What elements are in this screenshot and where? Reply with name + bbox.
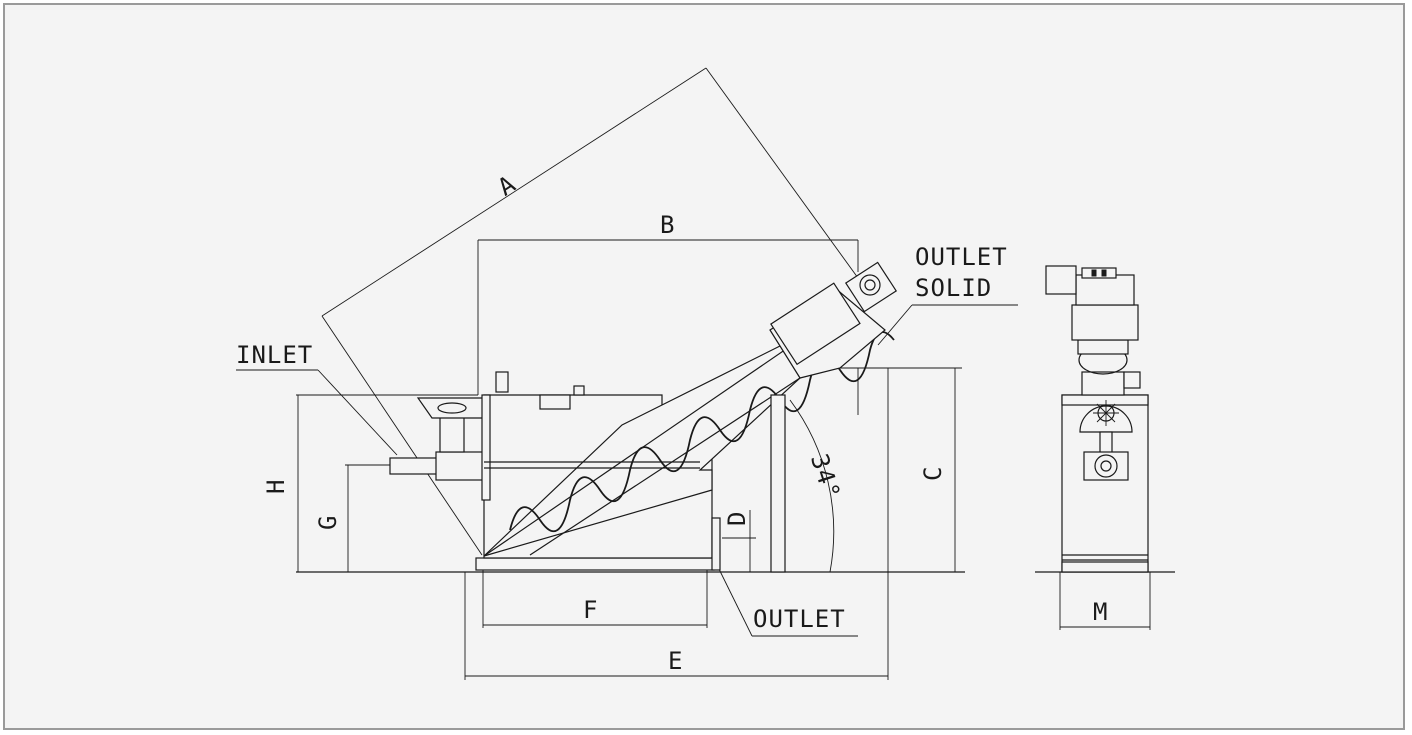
inlet-pipe	[389, 397, 485, 481]
dimension-h: H	[262, 394, 478, 572]
drawing-frame	[3, 3, 1405, 730]
inlet-label: INLET	[236, 341, 313, 369]
dimension-label-h: H	[262, 479, 290, 494]
machine-side-view	[389, 261, 898, 573]
machine-end-view	[1045, 265, 1149, 573]
outlet-solid-label-line1: OUTLET	[915, 243, 1008, 271]
dimension-label-c: C	[919, 466, 947, 481]
dimension-label-b: B	[660, 211, 675, 239]
dimension-label-f: F	[583, 596, 598, 624]
dimension-g: G	[314, 464, 390, 572]
angle-marker: 34°	[777, 395, 846, 573]
dimension-c: C	[840, 367, 962, 572]
outlet-solid-callout: OUTLET SOLID	[877, 243, 1018, 346]
dimension-d: D	[722, 510, 756, 572]
dimension-b: B	[477, 211, 859, 395]
dimension-m: M	[1059, 572, 1151, 630]
outlet-solid-label-line2: SOLID	[915, 274, 992, 302]
dimension-label-m: M	[1093, 598, 1108, 626]
drive-motor	[844, 261, 898, 313]
dimension-f: F	[482, 560, 708, 628]
dimension-label-e: E	[668, 647, 683, 675]
dimension-label-d: D	[723, 511, 751, 526]
outlet-label: OUTLET	[753, 605, 846, 633]
dimension-label-a: A	[493, 170, 521, 202]
outlet-callout: OUTLET	[716, 564, 858, 637]
dimension-label-g: G	[314, 515, 342, 530]
dimension-e: E	[464, 368, 889, 680]
screen-icon	[1093, 400, 1119, 426]
inlet-callout: INLET	[236, 341, 398, 456]
angle-label: 34°	[805, 450, 846, 503]
